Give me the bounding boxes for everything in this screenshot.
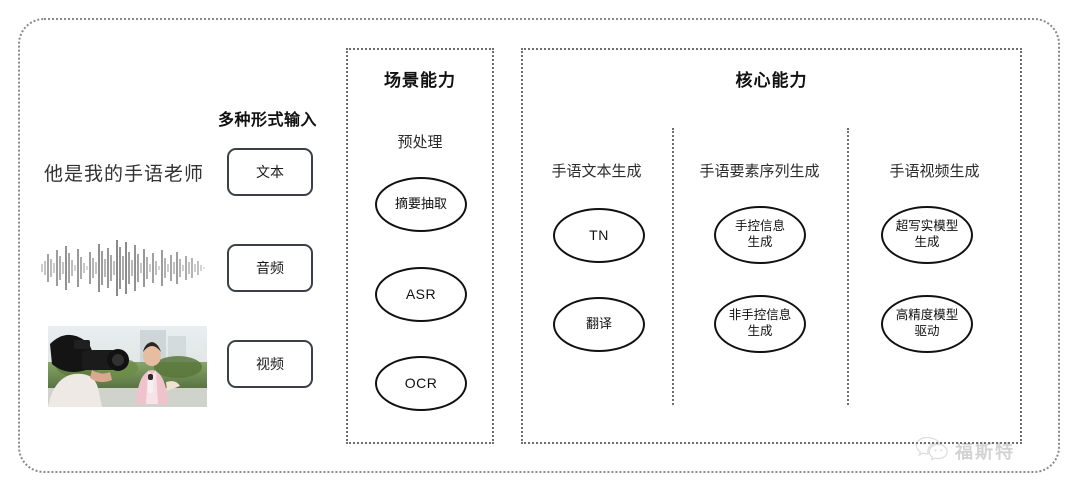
core-capability-title: 核心能力 [735, 71, 808, 90]
video-thumbnail [48, 326, 207, 407]
scene-capability-box [346, 48, 494, 444]
core-node-manual-info-label: 手控信息 生成 [734, 219, 785, 249]
core-node-translation-label: 翻译 [585, 316, 612, 332]
scene-capability-title: 场景能力 [384, 71, 456, 90]
core-node-photoreal-model-label: 超写实模型 生成 [895, 219, 959, 249]
core-node-tn-label: TN [589, 226, 609, 243]
input-sentence-text: 他是我的手语老师 [44, 164, 205, 185]
outer-frame [18, 18, 1060, 473]
scene-node-asr[interactable]: ASR [375, 267, 467, 322]
input-chip-video[interactable]: 视频 [227, 340, 313, 388]
core-node-highprecision-model[interactable]: 高精度模型 驱动 [881, 295, 973, 353]
input-chip-audio[interactable]: 音频 [227, 244, 313, 292]
core-column-title-sign-video: 手语视频生成 [889, 163, 980, 180]
core-node-manual-info[interactable]: 手控信息 生成 [714, 206, 806, 264]
scene-column-title-preprocess: 预处理 [397, 134, 443, 151]
scene-node-summary-extraction[interactable]: 摘要抽取 [375, 177, 467, 232]
core-node-nonmanual-info[interactable]: 非手控信息 生成 [714, 295, 806, 353]
core-node-tn[interactable]: TN [553, 208, 645, 263]
wechat-bubbles-icon [915, 435, 949, 466]
core-node-photoreal-model[interactable]: 超写实模型 生成 [881, 206, 973, 264]
input-chip-audio-label: 音频 [256, 260, 284, 276]
scene-node-asr-label: ASR [405, 285, 437, 302]
input-chip-video-label: 视频 [256, 356, 284, 372]
core-divider-1 [672, 128, 674, 405]
scene-node-ocr-label: OCR [404, 374, 438, 391]
watermark: 福斯特 [915, 435, 1015, 466]
scene-node-summary-extraction-label: 摘要抽取 [394, 196, 447, 212]
core-column-title-sign-text: 手语文本生成 [551, 163, 642, 180]
core-capability-box [521, 48, 1022, 444]
audio-waveform [36, 236, 214, 300]
input-chip-text-label: 文本 [256, 164, 284, 180]
core-column-title-sign-elements: 手语要素序列生成 [699, 163, 820, 180]
input-section-title: 多种形式输入 [218, 112, 318, 129]
input-chip-text[interactable]: 文本 [227, 148, 313, 196]
core-divider-2 [847, 128, 849, 405]
core-node-highprecision-model-label: 高精度模型 驱动 [895, 308, 959, 338]
scene-node-ocr[interactable]: OCR [375, 356, 467, 411]
core-node-translation[interactable]: 翻译 [553, 297, 645, 352]
watermark-text: 福斯特 [955, 441, 1015, 462]
core-node-nonmanual-info-label: 非手控信息 生成 [728, 308, 792, 338]
